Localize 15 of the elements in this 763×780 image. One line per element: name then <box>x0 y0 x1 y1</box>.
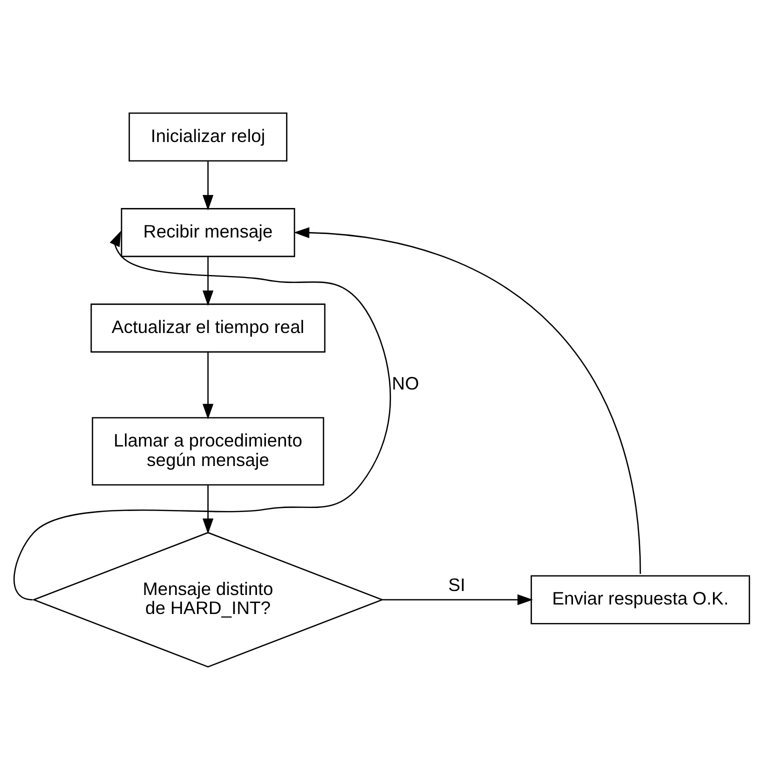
arrow <box>294 227 641 574</box>
arrow <box>14 230 391 600</box>
arrow <box>202 161 214 210</box>
arrow <box>202 352 214 420</box>
node-box: Actualizar el tiempo real <box>90 304 326 353</box>
node-box: Inicializar reloj <box>128 112 288 162</box>
node-box: Llamar a procedimiento según mensaje <box>92 417 324 486</box>
arrow <box>202 484 214 534</box>
node-box: Enviar respuesta O.K. <box>530 575 750 624</box>
arrow <box>382 594 533 606</box>
edge-label: SI <box>448 574 466 595</box>
node-diamond: Mensaje distinto de HARD_INT? <box>32 532 384 668</box>
node-box: Recibir mensaje <box>120 208 296 258</box>
arrow <box>202 256 214 306</box>
edge-label: NO <box>392 374 419 394</box>
